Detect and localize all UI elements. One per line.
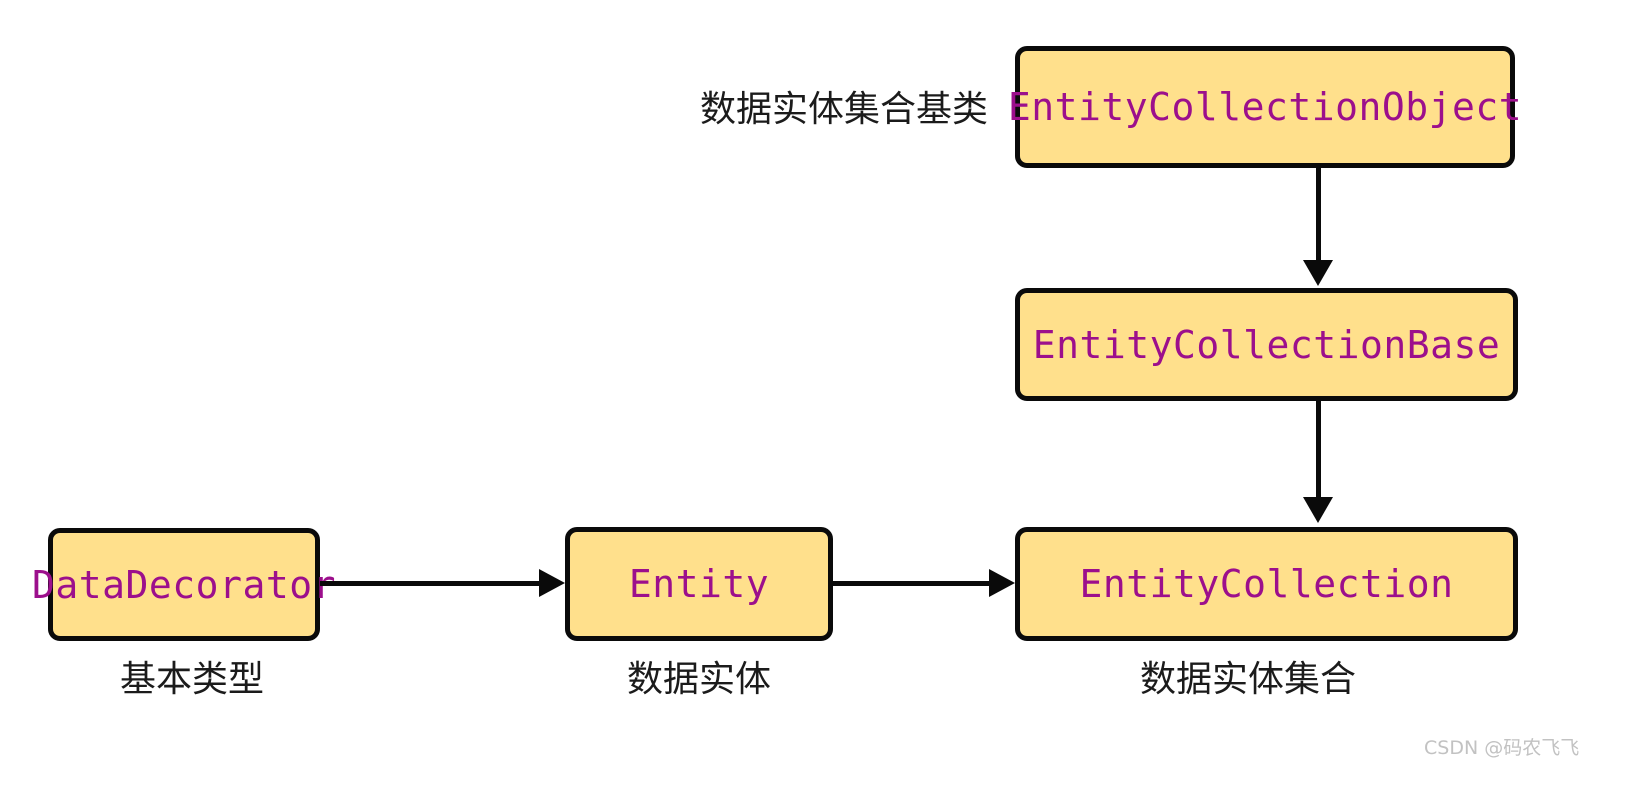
watermark: CSDN @码农飞飞 [1424,737,1580,759]
annotation-entity-collection-bottom: 数据实体集合 [1139,659,1357,700]
node-entity-collection-label: EntityCollection [1079,562,1454,606]
node-entity-collection-base-label: EntityCollectionBase [1032,322,1501,367]
annotation-data-decorator-bottom: 基本类型 [119,659,265,700]
node-entity-collection-object[interactable]: EntityCollectionObject [1008,46,1522,168]
node-entity-collection[interactable]: EntityCollection [1015,527,1518,641]
edge-base-to-collection [1316,401,1321,499]
arrowhead-entity-to-collection-icon [989,569,1015,597]
node-entity-collection-object-label: EntityCollectionObject [1007,85,1523,129]
annotation-entity-collection-object-left: 数据实体集合基类 [700,89,989,130]
node-data-decorator-label: DataDecorator [32,562,336,607]
node-entity-collection-base[interactable]: EntityCollectionBase [1015,288,1518,401]
node-data-decorator[interactable]: DataDecorator [32,528,335,641]
edge-entity-to-collection [833,581,993,586]
node-entity[interactable]: Entity [565,527,833,641]
arrowhead-object-to-base-icon [1303,260,1333,286]
arrowhead-base-to-collection-icon [1303,497,1333,523]
edge-object-to-base [1316,168,1321,264]
edge-decorator-to-entity [320,581,542,586]
annotation-entity-bottom: 数据实体 [626,659,772,700]
node-entity-label: Entity [628,562,770,606]
arrowhead-decorator-to-entity-icon [539,569,565,597]
